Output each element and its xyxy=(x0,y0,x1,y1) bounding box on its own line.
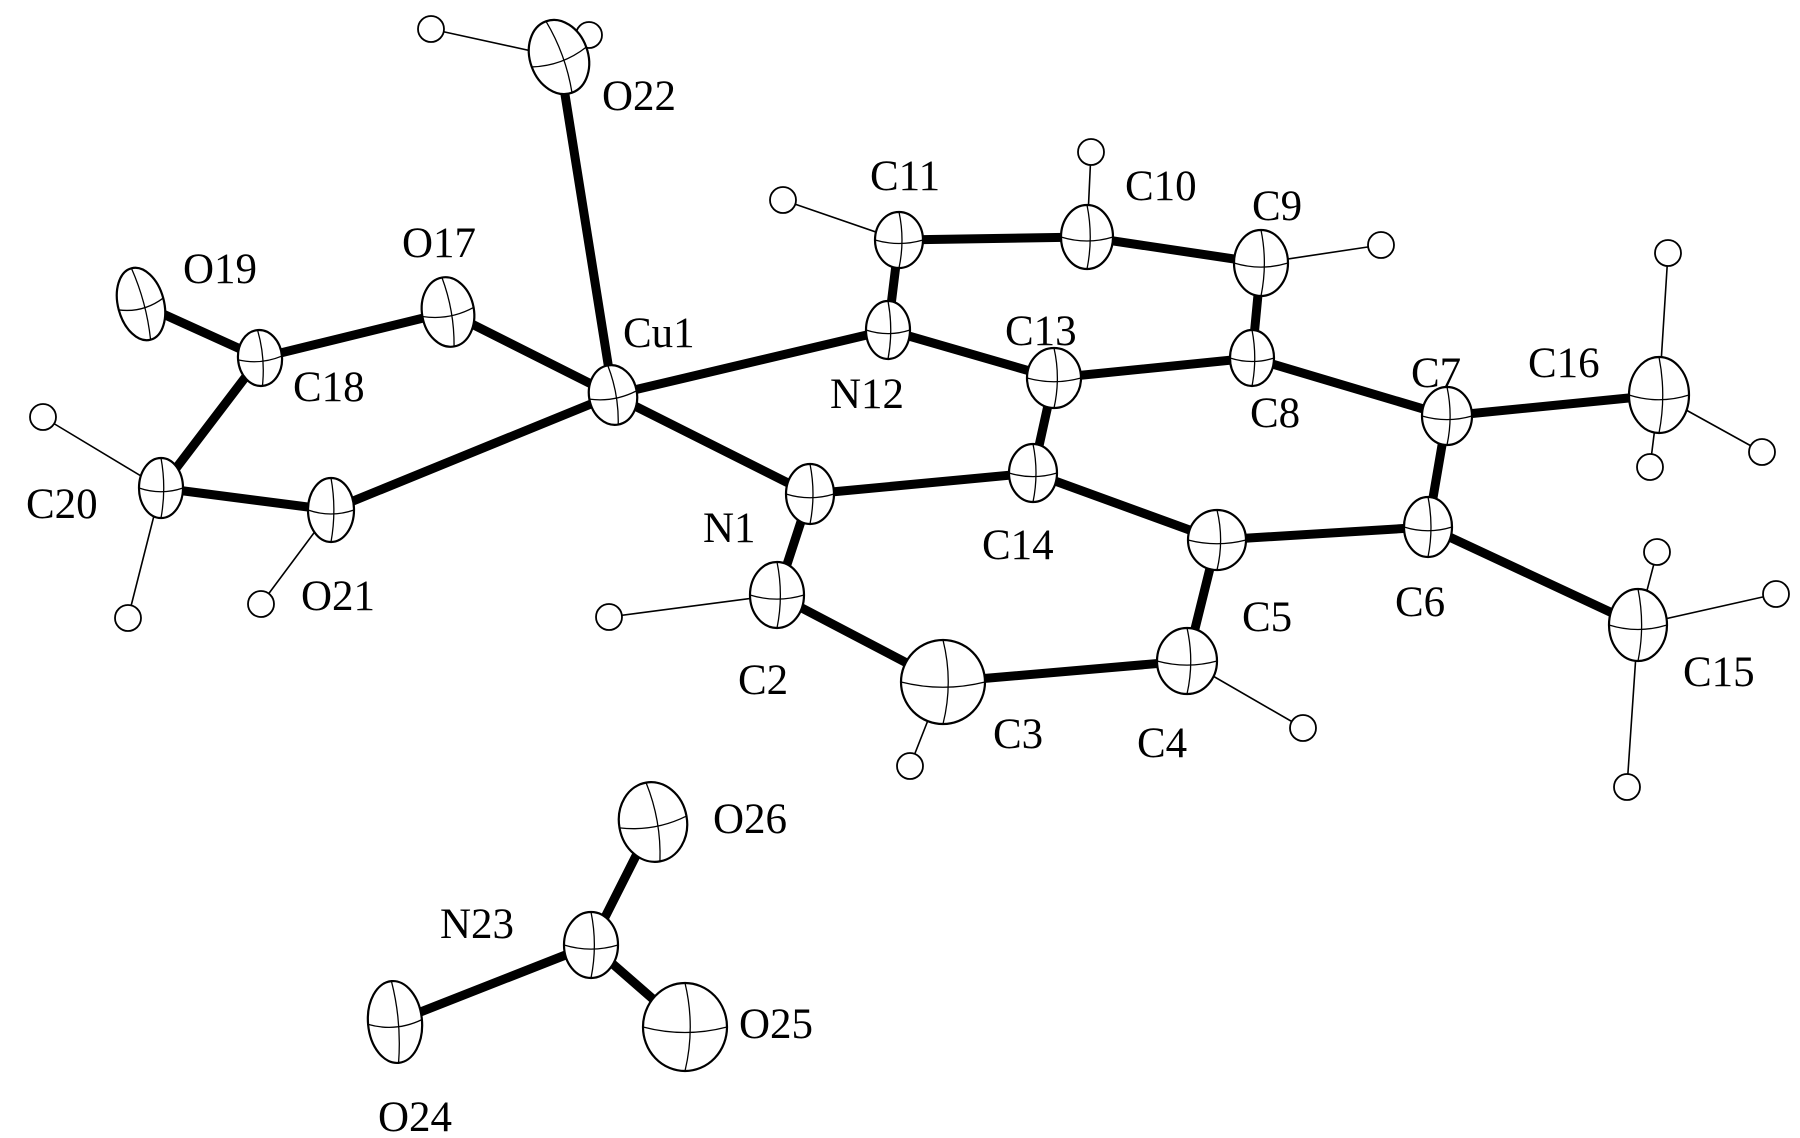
atom-ellipsoid-O17 xyxy=(420,276,476,348)
bond-C5-C14 xyxy=(1028,468,1222,545)
atom-label-O25: O25 xyxy=(739,1001,813,1048)
atom-ellipsoid-C2 xyxy=(748,560,806,630)
atom-label-Cu1: Cu1 xyxy=(623,310,695,357)
bond-Cu1-O17 xyxy=(443,307,618,400)
bond-C5-C6 xyxy=(1212,522,1433,545)
hydrogen-atom-H20A xyxy=(29,403,57,431)
atom-ellipsoid-C13 xyxy=(1025,346,1083,410)
atom-label-O21: O21 xyxy=(301,573,375,620)
hydrogen-atom-H15B xyxy=(1762,580,1790,608)
bond-Cu1-N12 xyxy=(608,325,893,400)
bond-C14-N1 xyxy=(805,468,1038,499)
atom-ellipsoid-C9 xyxy=(1232,228,1290,298)
atom-ellipsoid-O19 xyxy=(115,266,167,342)
atom-label-C20: C20 xyxy=(26,481,98,528)
hydrogen-atom-H9 xyxy=(1367,231,1395,259)
atom-ellipsoid-C5 xyxy=(1186,508,1248,572)
atom-ellipsoid-C16 xyxy=(1627,355,1691,435)
atom-ellipsoid-O21 xyxy=(306,476,356,544)
atom-ellipsoid-C20 xyxy=(137,456,185,520)
atom-label-O22: O22 xyxy=(602,73,676,120)
hydrogen-atom-H21 xyxy=(247,590,275,618)
atom-label-N1: N1 xyxy=(703,505,756,552)
hydrogen-atom-H2 xyxy=(595,603,623,631)
atom-label-C8: C8 xyxy=(1250,390,1300,437)
bond-C10-C9 xyxy=(1082,232,1266,268)
atom-ellipsoid-C15 xyxy=(1607,587,1669,663)
atom-ellipsoid-O25 xyxy=(641,981,729,1073)
hydrogen-atom-H4 xyxy=(1289,714,1317,742)
bond-C20-O21 xyxy=(156,483,336,515)
atom-label-C2: C2 xyxy=(738,657,788,704)
atom-ellipsoid-C4 xyxy=(1155,626,1219,696)
atom-ellipsoid-C10 xyxy=(1059,203,1115,271)
hydrogen-atom-H16A xyxy=(1654,239,1682,267)
hydrogen-atom-H16C xyxy=(1636,453,1664,481)
atom-ellipsoid-layer xyxy=(115,18,1691,1073)
atom-label-N12: N12 xyxy=(830,371,904,418)
bond-C11-C10 xyxy=(894,232,1092,245)
hydrogen-atom-H16B xyxy=(1748,438,1776,466)
atom-label-C6: C6 xyxy=(1395,579,1445,626)
atom-label-O19: O19 xyxy=(183,246,257,293)
bond-O17-C18 xyxy=(255,307,453,363)
bond-Cu1-O22 xyxy=(554,52,618,400)
atom-label-C5: C5 xyxy=(1242,594,1292,641)
atom-label-O17: O17 xyxy=(402,220,476,267)
hydrogen-atom-H15A xyxy=(1643,538,1671,566)
atom-ellipsoid-N23 xyxy=(562,910,620,980)
bond-Cu1-O21 xyxy=(326,390,618,515)
atom-ellipsoid-C14 xyxy=(1007,442,1059,504)
hydrogen-atom-H3 xyxy=(896,752,924,780)
atom-label-C9: C9 xyxy=(1252,183,1302,230)
atom-label-C16: C16 xyxy=(1528,340,1600,387)
atom-ellipsoid-N12 xyxy=(864,299,912,361)
bond-N23-O24 xyxy=(390,940,596,1027)
hydrogen-atom-H11 xyxy=(769,186,797,214)
atom-ellipsoid-Cu1 xyxy=(587,364,639,426)
atom-label-C3: C3 xyxy=(993,711,1043,758)
bond-C8-C13 xyxy=(1049,353,1257,383)
atom-label-C4: C4 xyxy=(1137,720,1187,767)
atom-ellipsoid-C18 xyxy=(236,328,284,388)
atom-label-C7: C7 xyxy=(1411,350,1461,397)
atom-ellipsoid-O26 xyxy=(617,781,689,863)
atom-label-C18: C18 xyxy=(293,364,365,411)
atom-label-C15: C15 xyxy=(1683,649,1755,696)
atom-label-N23: N23 xyxy=(440,901,514,948)
bond-C13-N12 xyxy=(883,325,1059,383)
atom-ellipsoid-C8 xyxy=(1228,328,1276,388)
atom-ellipsoid-O22 xyxy=(527,18,591,96)
atom-label-C10: C10 xyxy=(1125,163,1197,210)
atom-label-O24: O24 xyxy=(378,1094,452,1138)
atom-label-C11: C11 xyxy=(870,153,940,200)
atom-label-O26: O26 xyxy=(713,796,787,843)
bond-Cu1-N1 xyxy=(608,390,815,499)
atom-label-C13: C13 xyxy=(1005,308,1077,355)
atom-ellipsoid-C11 xyxy=(873,210,925,270)
hydrogen-atom-H10 xyxy=(1077,138,1105,166)
atom-ellipsoid-O24 xyxy=(366,979,424,1065)
hydrogen-atom-H15C xyxy=(1613,773,1641,801)
bond-C6-C15 xyxy=(1423,522,1643,630)
bond-C7-C16 xyxy=(1442,390,1664,421)
atom-ellipsoid-N1 xyxy=(784,462,836,526)
hydrogen-atom-layer xyxy=(29,15,1790,801)
atom-ellipsoid-C3 xyxy=(899,638,987,726)
hydrogen-atom-H22A xyxy=(417,15,445,43)
atom-ellipsoid-C7 xyxy=(1420,385,1474,447)
bond-C7-C8 xyxy=(1247,353,1452,421)
hydrogen-atom-H20B xyxy=(114,604,142,632)
bond-C2-H2 xyxy=(608,594,778,618)
atom-ellipsoid-C6 xyxy=(1402,495,1454,559)
atom-label-C14: C14 xyxy=(982,522,1054,569)
